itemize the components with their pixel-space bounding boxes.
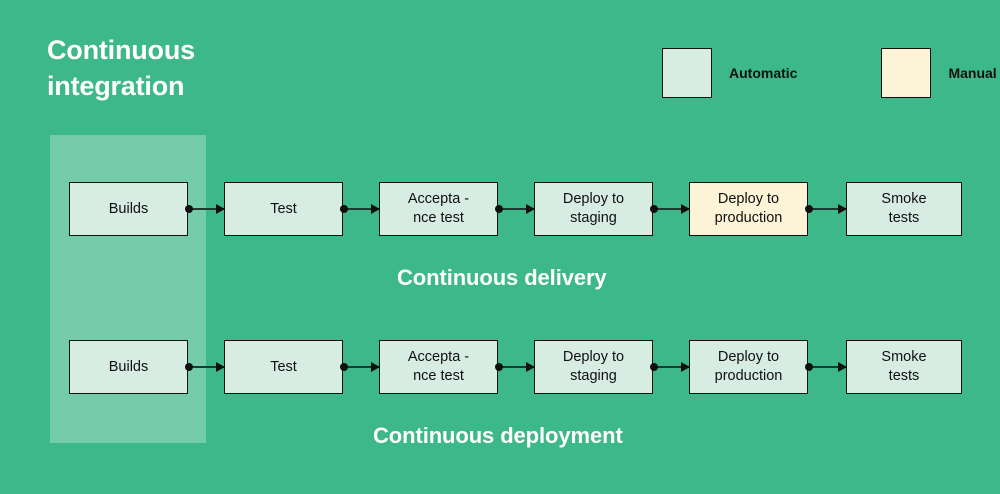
pipeline-connector-arrow [650,204,690,214]
pipeline-connector-arrow [185,362,225,372]
connector-line [653,366,689,368]
automatic-swatch-icon [662,48,712,98]
pipeline-continuous-deployment: Builds Test Accepta - nce test Deploy to st… [0,340,1000,394]
page-title-line-2: integration [47,71,185,101]
connector-source-dot-icon [185,363,193,371]
legend-label-manual: Manual [948,65,997,81]
pipeline-node[interactable]: Test [224,340,343,394]
connector-source-dot-icon [495,205,503,213]
pipeline-connector-arrow [340,204,380,214]
pipeline-node[interactable]: Deploy to production [689,182,808,236]
connector-arrowhead-icon [216,204,225,214]
connector-source-dot-icon [805,205,813,213]
connector-arrowhead-icon [371,362,380,372]
connector-arrowhead-icon [216,362,225,372]
pipeline-node[interactable]: Builds [69,182,188,236]
pipeline-node[interactable]: Test [224,182,343,236]
pipeline-node[interactable]: Deploy to production [689,340,808,394]
connector-arrowhead-icon [526,362,535,372]
connector-line [808,208,846,210]
pipeline-connector-arrow [495,204,535,214]
connector-line [343,366,379,368]
pipeline-node[interactable]: Accepta - nce test [379,182,498,236]
connector-line [343,208,379,210]
connector-arrowhead-icon [371,204,380,214]
connector-arrowhead-icon [838,204,847,214]
connector-source-dot-icon [340,363,348,371]
pipeline-node[interactable]: Smoke tests [846,340,962,394]
connector-source-dot-icon [495,363,503,371]
connector-source-dot-icon [650,205,658,213]
pipeline-node[interactable]: Builds [69,340,188,394]
connector-source-dot-icon [185,205,193,213]
connector-line [498,208,534,210]
legend-label-automatic: Automatic [729,65,798,81]
connector-line [188,208,224,210]
page-title-line-1: Continuous [47,35,195,65]
pipeline-connector-arrow [495,362,535,372]
connector-line [653,208,689,210]
connector-arrowhead-icon [681,204,690,214]
pipeline-node[interactable]: Smoke tests [846,182,962,236]
connector-line [498,366,534,368]
legend-item-automatic: Automatic [662,48,797,98]
pipeline-connector-arrow [185,204,225,214]
pipeline-node[interactable]: Deploy to staging [534,340,653,394]
connector-line [188,366,224,368]
connector-arrowhead-icon [838,362,847,372]
connector-source-dot-icon [805,363,813,371]
connector-arrowhead-icon [681,362,690,372]
pipeline-connector-arrow [805,204,847,214]
pipeline-connector-arrow [340,362,380,372]
caption-continuous-delivery: Continuous delivery [397,265,607,290]
connector-source-dot-icon [650,363,658,371]
connector-arrowhead-icon [526,204,535,214]
legend: Automatic Manual [662,46,997,100]
pipeline-connector-arrow [805,362,847,372]
legend-item-manual: Manual [881,48,997,98]
caption-continuous-deployment: Continuous deployment [373,423,623,448]
connector-line [808,366,846,368]
manual-swatch-icon [881,48,932,98]
pipeline-node[interactable]: Deploy to staging [534,182,653,236]
pipeline-connector-arrow [650,362,690,372]
page-title: Continuous integration [47,32,347,104]
pipeline-continuous-delivery: Builds Test Accepta - nce test Deploy to st… [0,182,1000,236]
connector-source-dot-icon [340,205,348,213]
pipeline-node[interactable]: Accepta - nce test [379,340,498,394]
